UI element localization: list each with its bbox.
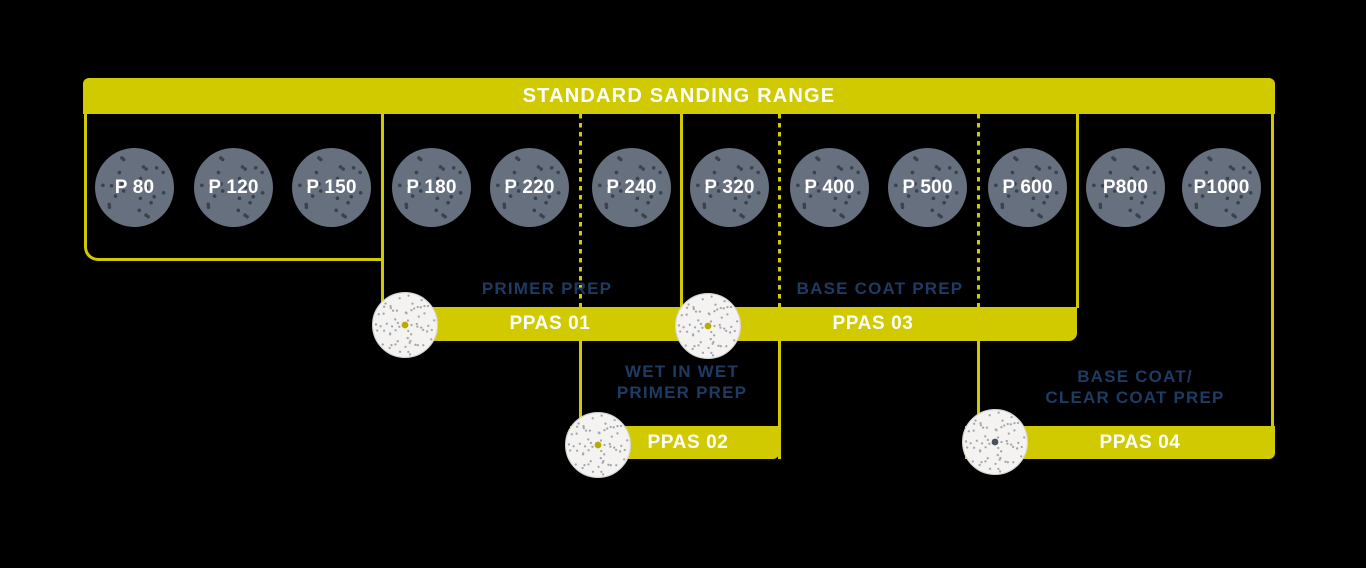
grit-disc-p800: P800 (1086, 148, 1165, 227)
divider-line-dashed (579, 114, 582, 308)
sanding-disc-icon (372, 292, 438, 358)
ppas-02-label: PPAS 02 (647, 432, 729, 453)
sanding-grain-texture (690, 148, 769, 227)
base-clear-coat-prep-caption: BASE COAT/ CLEAR COAT PREP (1045, 367, 1225, 407)
multi-hole-disc-texture (962, 409, 1028, 475)
sanding-grain-texture (592, 148, 671, 227)
sanding-grain-texture (888, 148, 967, 227)
divider-line-solid (680, 114, 683, 308)
divider-line-dashed (977, 114, 980, 308)
wet-in-wet-primer-prep-caption: WET IN WET PRIMER PREP (616, 362, 748, 402)
grit-disc-p600: P 600 (988, 148, 1067, 227)
divider-line-dashed (778, 114, 781, 308)
ppas-01-label: PPAS 01 (509, 313, 591, 334)
sanding-grain-texture (392, 148, 471, 227)
ppas-03-label: PPAS 03 (832, 313, 914, 334)
connector-line-ppas02-right (778, 341, 781, 459)
grit-disc-p220: P 220 (490, 148, 569, 227)
coarse-group-bracket (84, 114, 382, 261)
divider-line-solid (381, 114, 384, 308)
frame-line-right (1271, 114, 1274, 426)
sanding-disc-icon (962, 409, 1028, 475)
sanding-disc-icon (675, 293, 741, 359)
multi-hole-disc-texture (372, 292, 438, 358)
grit-disc-p320: P 320 (690, 148, 769, 227)
connector-line-ppas04-left (977, 341, 980, 415)
sanding-grain-texture (292, 148, 371, 227)
grit-disc-p120: P 120 (194, 148, 273, 227)
multi-hole-disc-texture (565, 412, 631, 478)
sanding-grain-texture (1086, 148, 1165, 227)
multi-hole-disc-texture (675, 293, 741, 359)
grit-disc-p400: P 400 (790, 148, 869, 227)
sanding-grain-texture (988, 148, 1067, 227)
diagram-title: STANDARD SANDING RANGE (522, 84, 836, 107)
sanding-disc-icon (565, 412, 631, 478)
grit-disc-p500: P 500 (888, 148, 967, 227)
sanding-grain-texture (194, 148, 273, 227)
ppas-04-label: PPAS 04 (1099, 432, 1181, 453)
primer-prep-caption: PRIMER PREP (481, 279, 613, 298)
sanding-grain-texture (490, 148, 569, 227)
grit-disc-p80: P 80 (95, 148, 174, 227)
sanding-grain-texture (95, 148, 174, 227)
grit-disc-p180: P 180 (392, 148, 471, 227)
grit-disc-p1000: P1000 (1182, 148, 1261, 227)
base-coat-prep-caption: BASE COAT PREP (796, 279, 964, 298)
connector-line-ppas02-left (579, 341, 582, 418)
grit-disc-p240: P 240 (592, 148, 671, 227)
sanding-grain-texture (1182, 148, 1261, 227)
grit-disc-p150: P 150 (292, 148, 371, 227)
sanding-grain-texture (790, 148, 869, 227)
divider-line-solid (1076, 114, 1079, 308)
header-banner: STANDARD SANDING RANGE (83, 78, 1275, 114)
